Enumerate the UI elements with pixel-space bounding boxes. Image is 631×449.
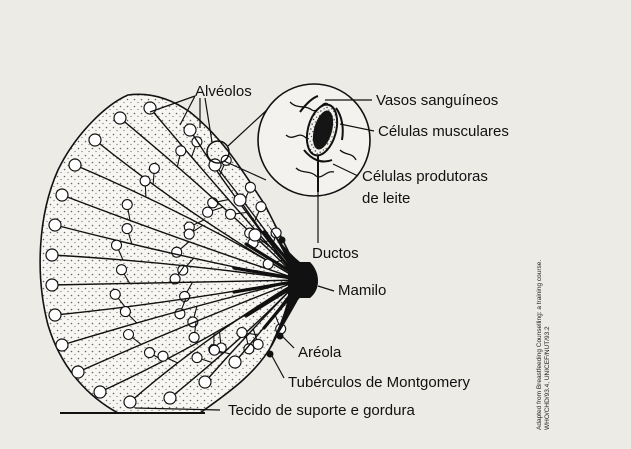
- alveolus: [117, 265, 127, 275]
- alveolus: [176, 146, 186, 156]
- alveolus: [140, 176, 150, 186]
- label-tecido-suporte: Tecido de suporte e gordura: [228, 402, 415, 420]
- alveolus: [245, 182, 255, 192]
- alveolus: [184, 124, 196, 136]
- alveolus: [189, 332, 199, 342]
- label-celulas-musculares: Células musculares: [378, 123, 509, 141]
- alveolus: [203, 207, 213, 217]
- alveolus: [237, 328, 247, 338]
- alveolus: [184, 229, 194, 239]
- alveolus: [69, 159, 81, 171]
- label-celulas-produtoras: Células produtoras: [362, 168, 488, 186]
- alveolus: [199, 376, 211, 388]
- montgomery-tubercle: [279, 237, 286, 244]
- alveolus: [208, 198, 218, 208]
- alveolus: [114, 112, 126, 124]
- label-ductos: Ductos: [312, 245, 359, 263]
- alveolus: [56, 189, 68, 201]
- alveolus: [229, 356, 241, 368]
- alveolus: [124, 396, 136, 408]
- label-alveolos: Alvéolos: [195, 83, 252, 101]
- alveolus: [72, 366, 84, 378]
- alveolus: [112, 240, 122, 250]
- alveolus: [249, 229, 261, 241]
- alveolus: [209, 345, 219, 355]
- alveolus: [120, 307, 130, 317]
- nipple: [300, 262, 318, 298]
- label-de-leite: de leite: [362, 190, 410, 208]
- alveolus: [144, 102, 156, 114]
- source-credit-line-1: Adapted from Breastfeeding Counselling: …: [536, 260, 544, 430]
- alveolus: [89, 134, 101, 146]
- alveolus: [122, 200, 132, 210]
- alveolus: [94, 386, 106, 398]
- label-areola: Aréola: [298, 344, 341, 362]
- alveolus: [122, 224, 132, 234]
- alveolus: [164, 392, 176, 404]
- alveolus: [110, 289, 120, 299]
- alveolus: [49, 219, 61, 231]
- alveolus: [234, 194, 246, 206]
- alveolus: [149, 163, 159, 173]
- alveolus: [46, 249, 58, 261]
- alveolus: [56, 339, 68, 351]
- alveolus: [226, 209, 236, 219]
- alveolus: [253, 339, 263, 349]
- alveolus: [256, 202, 266, 212]
- label-vasos-sanguineos: Vasos sanguíneos: [376, 92, 498, 110]
- alveolus: [46, 279, 58, 291]
- alveolus: [124, 330, 134, 340]
- source-credit-line-2: WHO/CHD/93.4, UNICEF/NUT/93.2: [544, 260, 552, 430]
- label-tuberculos-montgomery: Tubérculos de Montgomery: [288, 374, 470, 392]
- source-credit: Adapted from Breastfeeding Counselling: …: [536, 260, 552, 430]
- alveolus: [145, 348, 155, 358]
- alveolus: [192, 353, 202, 363]
- label-mamilo: Mamilo: [338, 282, 386, 300]
- alveolus: [49, 309, 61, 321]
- alveolus: [158, 351, 168, 361]
